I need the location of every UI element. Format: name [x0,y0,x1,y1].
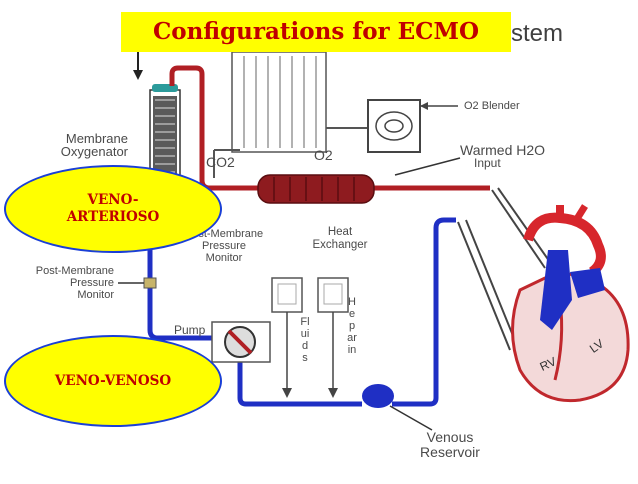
gas-inlet-arrow [133,48,143,80]
venous-cannula [457,219,519,351]
co2-label: CO2 [206,154,235,170]
pump-label: Pump [174,323,206,337]
venous-line [147,188,456,407]
title-partial-text: stem [511,20,564,47]
heparin-label: Heparin [347,296,357,356]
arterial-cannula [491,187,553,269]
pump-unit [211,321,271,363]
heat-exchanger-label: Heat Exchanger [312,226,368,251]
o2-blender-device [367,99,458,153]
o2-blender-label: O2 Blender [464,100,520,112]
venous-reservoir-label: Venous Reservoir [420,429,480,460]
o2-label: O2 [314,147,333,163]
flow-meters [213,51,370,178]
warmed-h2o-label: Warmed H2O [460,142,546,158]
membrane-oxygenator [149,84,181,189]
heart-illustration [511,204,630,403]
veno-venoso-text: VENO-VENOSO [54,372,172,389]
pressure-connector [118,277,157,289]
veno-arterioso-callout: VENO- ARTERIOSO [4,165,222,253]
membrane-oxygenator-label: Membrane Oxygenator [60,131,128,159]
veno-arterioso-text: VENO- ARTERIOSO [66,192,160,225]
heat-exchanger-body [257,174,375,204]
fluid-bags [271,277,349,398]
input-label: Input [474,156,501,170]
veno-venoso-callout: VENO-VENOSO [4,335,222,427]
water-input-arrow [394,157,461,176]
post-membrane-pressure-monitor-label-left: Post-Membrane Pressure Monitor [35,265,114,301]
venous-reservoir-bulb [362,384,433,431]
fluids-label: Fluids [300,316,310,364]
page-title: Configurations for ECMO [121,12,511,52]
